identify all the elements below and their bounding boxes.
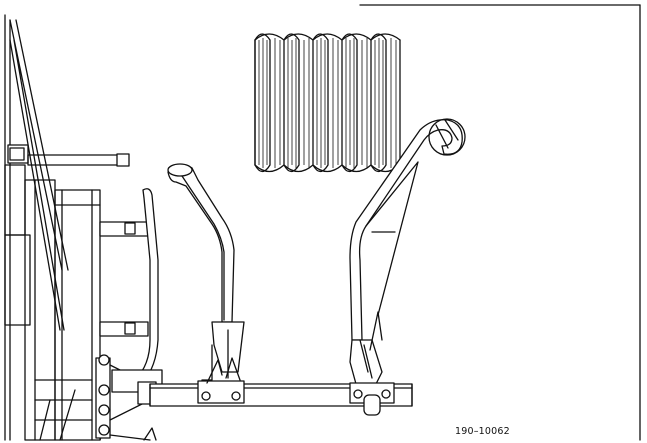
left-bale-hook bbox=[167, 163, 245, 404]
bottom-detail bbox=[143, 427, 157, 441]
tractor-frame bbox=[4, 14, 149, 441]
frame-border bbox=[359, 4, 641, 441]
right-bale-hook bbox=[349, 118, 466, 416]
rear-support-bar bbox=[134, 188, 159, 386]
bales-stack bbox=[254, 33, 401, 173]
figure-reference-number: 190–10062 bbox=[455, 426, 510, 437]
